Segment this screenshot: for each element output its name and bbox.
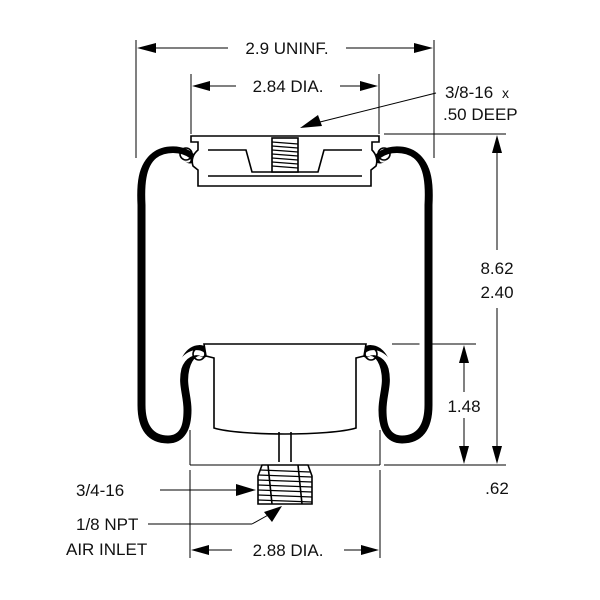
height-min-label: 2.40 bbox=[480, 283, 513, 302]
arrow-down-icon bbox=[459, 446, 469, 464]
bottom-thread-lines bbox=[257, 469, 313, 503]
arrow-right-icon bbox=[414, 43, 433, 53]
arrow-left-icon bbox=[192, 81, 210, 91]
piston-height-label: 1.48 bbox=[447, 397, 480, 416]
bottom-dia-label: 2.88 DIA. bbox=[253, 541, 324, 560]
top-thread-x-label: x bbox=[502, 85, 509, 101]
arrow-left-icon bbox=[191, 545, 209, 555]
dimension-height: 8.62 2.40 bbox=[384, 133, 514, 466]
arrow-up-icon bbox=[459, 345, 469, 363]
air-inlet-line1-label: 1/8 NPT bbox=[76, 515, 138, 534]
arrow-up-icon bbox=[492, 135, 502, 153]
arrow-right-icon bbox=[360, 81, 378, 91]
piston bbox=[189, 343, 381, 505]
arrow-right-icon bbox=[236, 484, 256, 496]
top-plate-dia-label: 2.84 DIA. bbox=[253, 77, 324, 96]
arrow-down-icon bbox=[492, 446, 502, 464]
dimension-top-plate-dia: 2.84 DIA. bbox=[190, 74, 380, 134]
top-bead-plate bbox=[179, 135, 391, 187]
callout-air-inlet: 1/8 NPT AIR INLET bbox=[66, 506, 282, 559]
arrow-right-icon bbox=[361, 545, 379, 555]
air-inlet-line2-label: AIR INLET bbox=[66, 540, 147, 559]
callout-bottom-thread: 3/4-16 bbox=[76, 481, 256, 500]
arrow-icon bbox=[264, 506, 282, 522]
height-max-label: 8.62 bbox=[480, 259, 513, 278]
width-uninflated-label: 2.9 UNINF. bbox=[245, 39, 328, 58]
top-thread-lines bbox=[271, 141, 299, 169]
dimension-width-uninflated: 2.9 UNINF. bbox=[135, 39, 435, 158]
dimension-bottom-offset: .62 bbox=[485, 479, 509, 498]
arrow-icon bbox=[300, 115, 322, 128]
bellows-body bbox=[137, 146, 433, 444]
bottom-thread-label: 3/4-16 bbox=[76, 481, 124, 500]
top-thread-depth-label: .50 DEEP bbox=[443, 105, 518, 124]
bottom-offset-label: .62 bbox=[485, 479, 509, 498]
top-thread-label: 3/8-16 bbox=[445, 83, 493, 102]
dimension-bottom-dia: 2.88 DIA. bbox=[189, 470, 381, 560]
arrow-left-icon bbox=[137, 43, 156, 53]
dimension-piston-height: 1.48 bbox=[392, 343, 481, 464]
callout-top-thread: 3/8-16 x .50 DEEP bbox=[300, 83, 518, 128]
